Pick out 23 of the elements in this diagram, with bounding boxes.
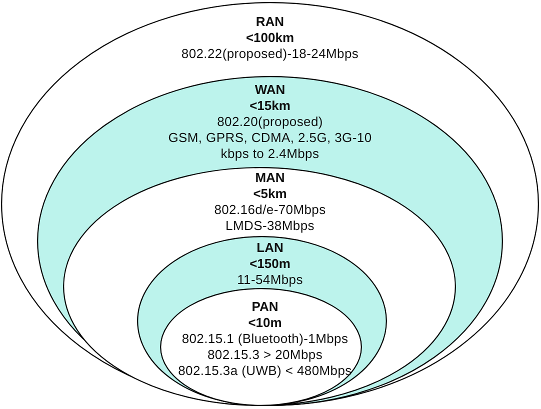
range-text: <100km xyxy=(246,30,294,46)
coverage-ellipse xyxy=(137,236,387,406)
network-name: LAN xyxy=(256,240,284,256)
standards-text: 802.15.3a (UWB) < 480Mbps xyxy=(178,363,352,379)
network-name: PAN xyxy=(252,299,278,315)
standards-text: 802.15.1 (Bluetooth)-1Mbps xyxy=(182,331,348,347)
standards-text: 802.20(proposed) xyxy=(217,114,323,130)
standards-text: 802.22(proposed)-18-24Mbps xyxy=(181,46,359,62)
range-text: <150m xyxy=(250,256,290,272)
range-text: <15km xyxy=(250,98,290,114)
network-name: RAN xyxy=(256,14,284,30)
standards-text: 11-54Mbps xyxy=(237,272,303,288)
coverage-ellipse xyxy=(63,167,456,406)
standards-text: 802.15.3 > 20Mbps xyxy=(207,347,323,363)
coverage-ellipse xyxy=(160,288,362,406)
range-text: <10m xyxy=(248,315,282,331)
coverage-ellipse xyxy=(37,76,503,406)
range-text: <5km xyxy=(253,186,287,202)
network-name: WAN xyxy=(254,82,286,98)
network-name: MAN xyxy=(255,170,285,186)
standards-text: GSM, GPRS, CDMA, 2.5G, 3G-10 kbps to 2.4Mbps xyxy=(167,130,373,162)
standards-text: 802.16d/e-70Mbps xyxy=(214,202,326,218)
standards-text: LMDS-38Mbps xyxy=(226,218,314,234)
